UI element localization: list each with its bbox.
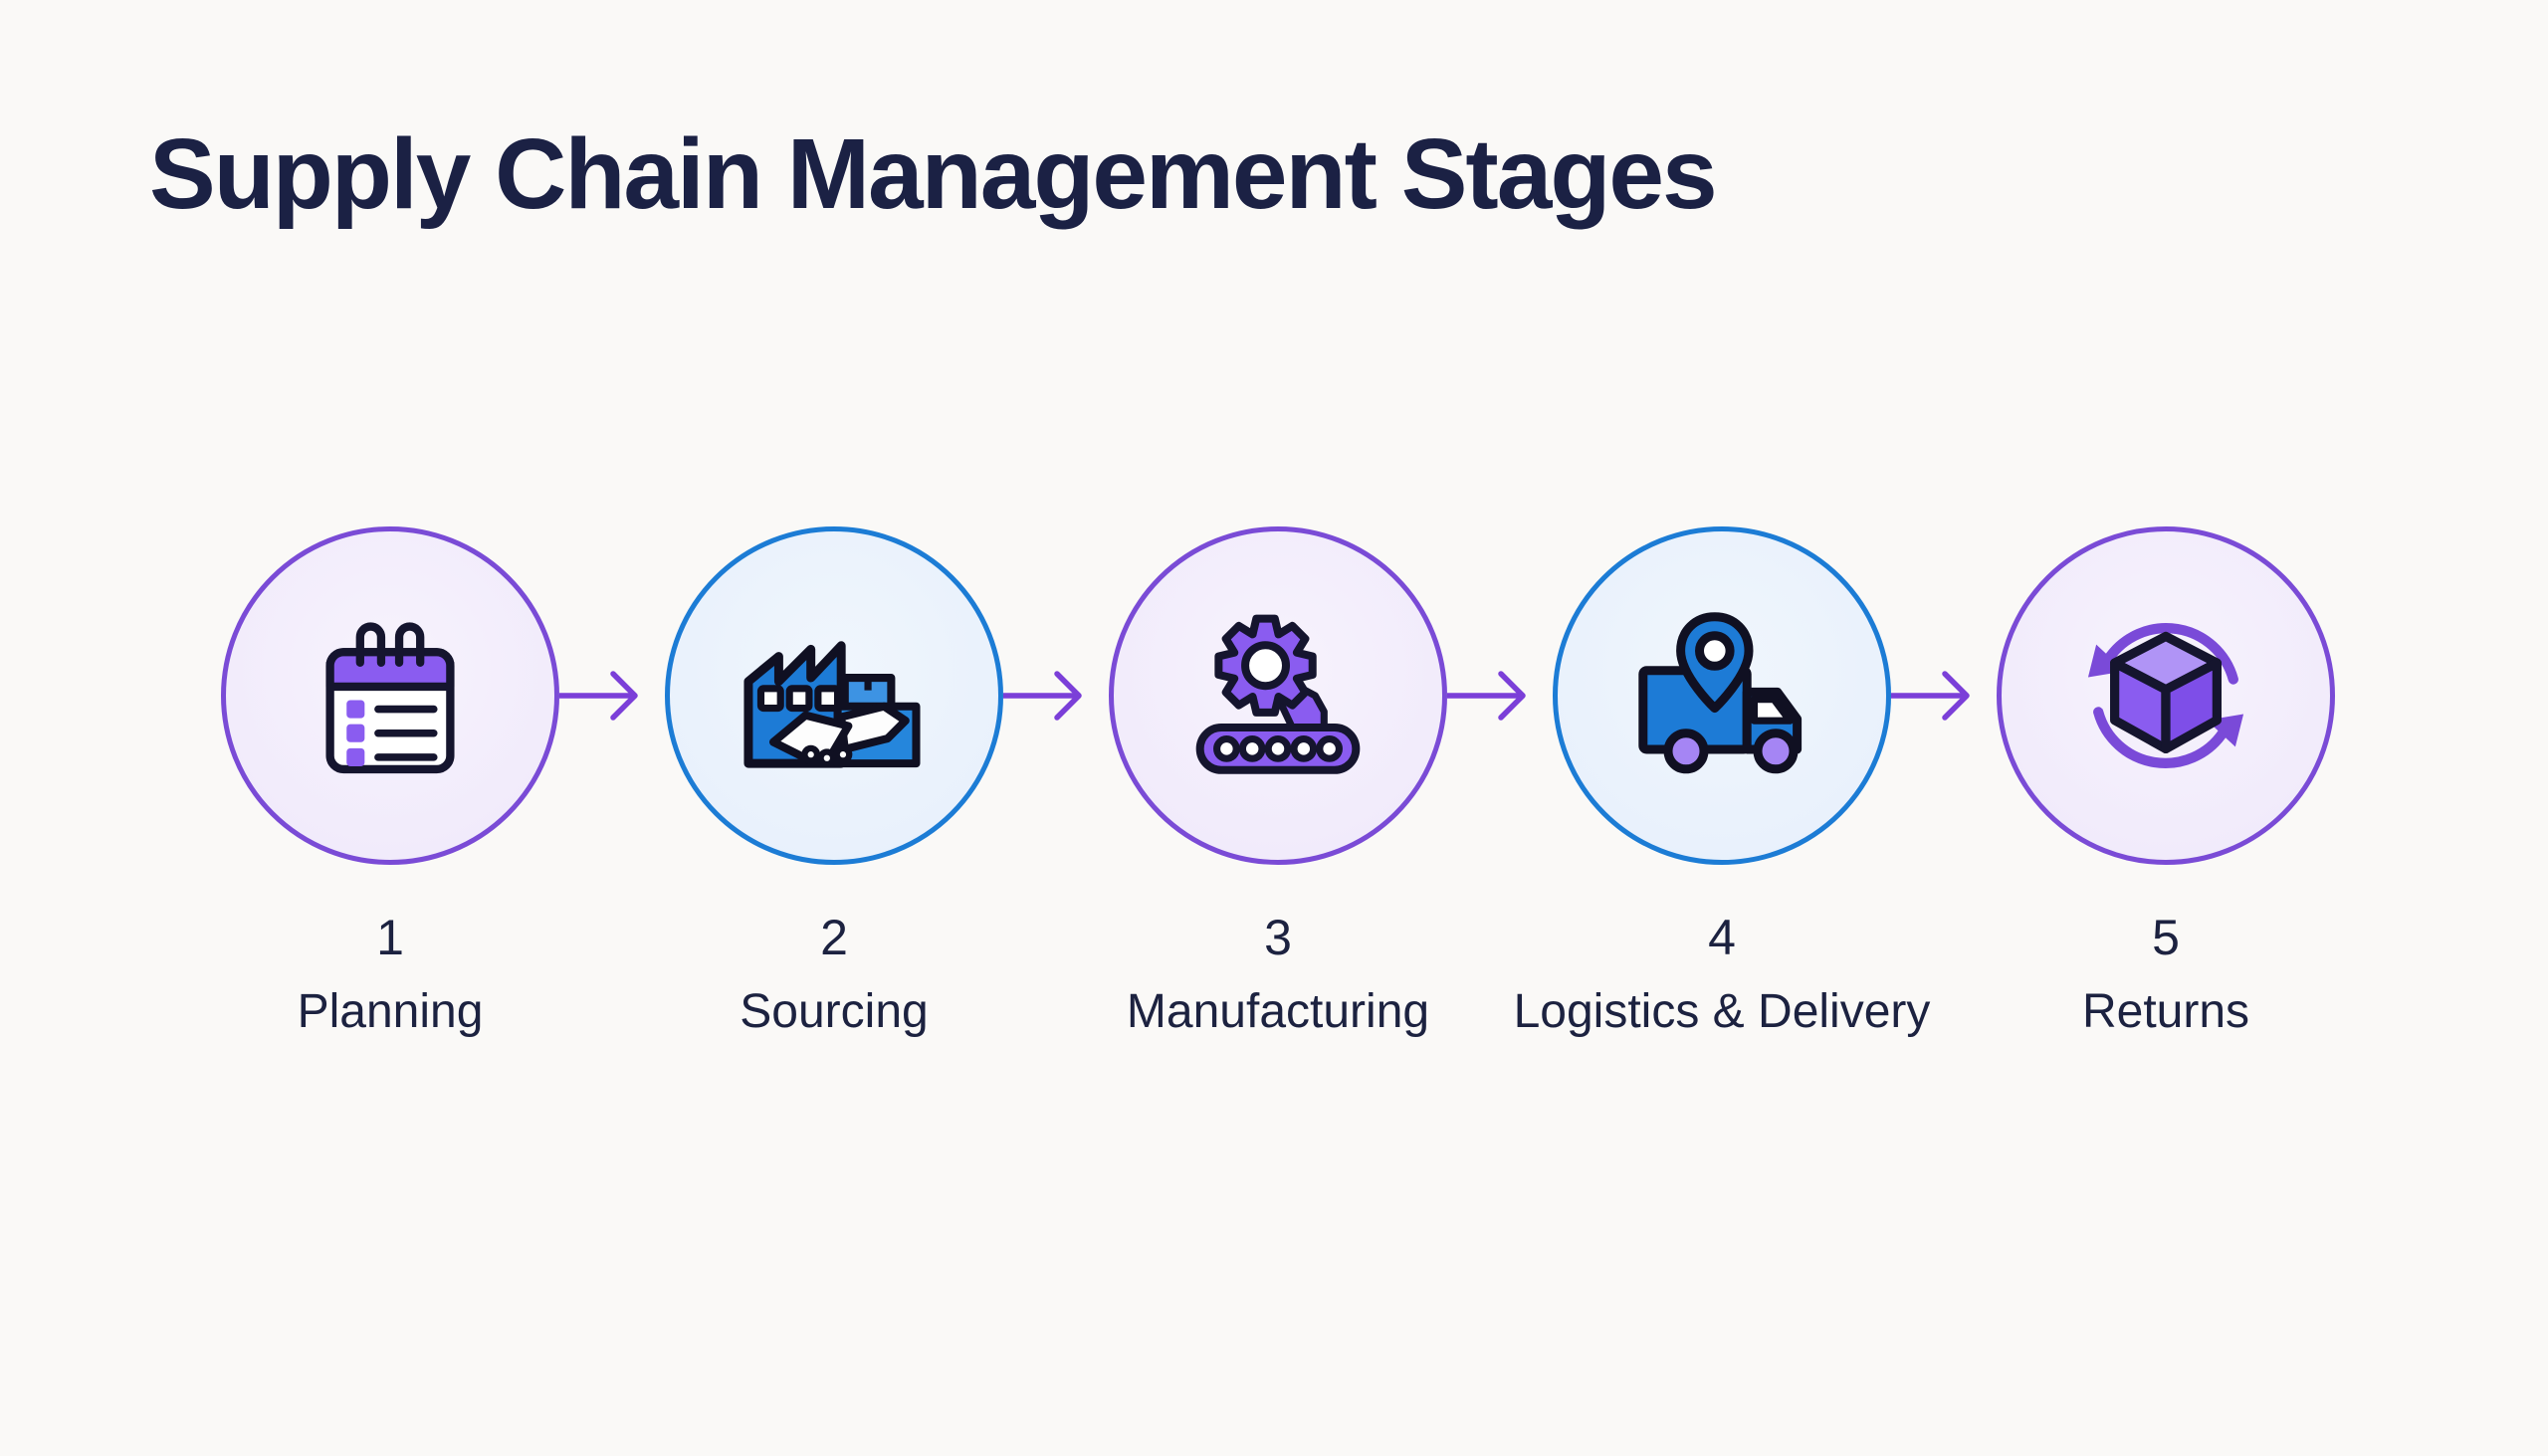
flow-arrow [1003,526,1109,865]
arrow-right-icon [1447,671,1526,721]
flow-arrow [1447,526,1553,865]
page-title: Supply Chain Management Stages [149,118,1718,230]
stage-label: Sourcing [740,985,929,1038]
flow-arrow [1891,526,1997,865]
stage-label: Manufacturing [1126,985,1430,1038]
stage-circle [1997,526,2335,865]
stage-sourcing: 2 Sourcing [665,526,1003,1037]
stage-manufacturing: 3 Manufacturing [1109,526,1447,1037]
stage-circle [1553,526,1891,865]
stage-returns: 5 Returns [1997,526,2335,1037]
arrow-right-icon [1891,671,1970,721]
stage-number: 2 [820,910,848,965]
stage-label: Planning [297,985,484,1038]
stage-circle [1109,526,1447,865]
flow-arrow [559,526,665,865]
stage-planning: 1 Planning [221,526,559,1037]
factory-handshake-icon [743,641,921,768]
gear-conveyor-icon [1195,614,1361,774]
stage-number: 4 [1708,910,1736,965]
stage-logistics-delivery: 4 Logistics & Delivery [1514,526,1930,1037]
stage-circle [665,526,1003,865]
stage-circle [221,526,559,865]
arrow-right-icon [1003,671,1082,721]
cube-return-arrows-icon [2087,623,2244,768]
stages-row: 1 Planning [221,526,2335,1037]
stage-label: Logistics & Delivery [1513,985,1931,1038]
arrow-right-icon [559,671,638,721]
stage-label: Returns [2081,985,2250,1038]
stage-number: 3 [1264,910,1292,965]
truck-location-icon [1638,612,1803,774]
stage-number: 1 [376,910,404,965]
stage-number: 5 [2152,910,2180,965]
calendar-checklist-icon [325,622,455,774]
